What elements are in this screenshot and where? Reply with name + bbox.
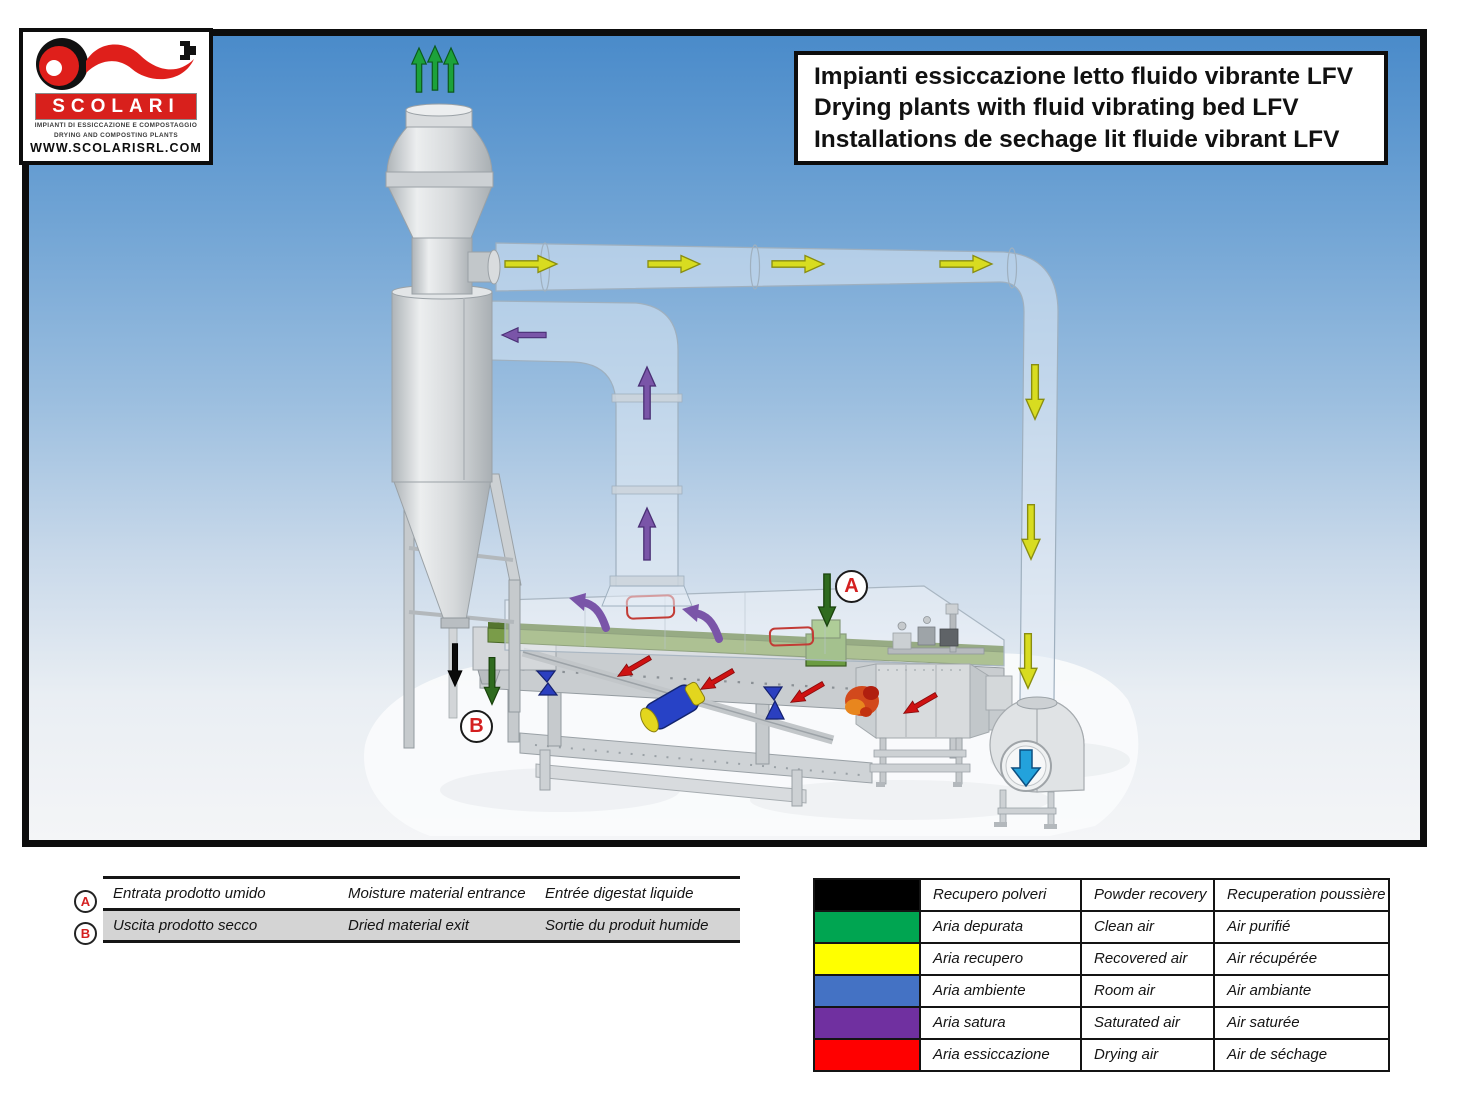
legend-fr: Air récupérée — [1213, 944, 1388, 974]
saturated-air-duct — [489, 300, 693, 607]
legend-row-powder: Recupero polveri Powder recovery Recuper… — [815, 880, 1388, 910]
legend-fr: Air saturée — [1213, 1008, 1388, 1038]
legend-swatch-red — [815, 1040, 919, 1070]
legend-row-room-air: Aria ambiente Room air Air ambiante — [815, 974, 1388, 1006]
cyclone-separator — [385, 103, 522, 749]
legend-swatch-green — [815, 912, 919, 942]
vibration-motor — [640, 681, 706, 733]
io-b-english: Dried material exit — [348, 917, 469, 934]
io-a-french: Entrée digestat liquide — [545, 885, 694, 902]
saturated-air-hood-arrows — [569, 593, 723, 643]
scolari-logo-icon — [36, 38, 196, 90]
legend-fr: Recuperation poussière — [1213, 880, 1388, 910]
io-badge-b: B — [74, 922, 97, 945]
title-box: Impianti essiccazione letto fluido vibra… — [794, 51, 1388, 165]
legend-en: Drying air — [1080, 1040, 1213, 1070]
title-italian: Impianti essiccazione letto fluido vibra… — [814, 62, 1354, 90]
io-table: A B Entrata prodotto umido Moisture mate… — [60, 876, 740, 945]
legend-row-drying-air: Aria essiccazione Drying air Air de séch… — [815, 1038, 1388, 1070]
legend-en: Room air — [1080, 976, 1213, 1006]
legend-row-recovered-air: Aria recupero Recovered air Air récupéré… — [815, 942, 1388, 974]
legend-it: Aria depurata — [919, 912, 1080, 942]
legend-it: Recupero polveri — [919, 880, 1080, 910]
io-b-french: Sortie du produit humide — [545, 917, 709, 934]
io-b-italian: Uscita prodotto secco — [113, 917, 258, 934]
logo-website: WWW.SCOLARISRL.COM — [30, 141, 202, 156]
legend-it: Aria essiccazione — [919, 1040, 1080, 1070]
legend-en: Recovered air — [1080, 944, 1213, 974]
legend-swatch-yellow — [815, 944, 919, 974]
hood-access-panel — [768, 626, 815, 647]
legend-it: Aria satura — [919, 1008, 1080, 1038]
legend-swatch-purple — [815, 1008, 919, 1038]
room-air-arrow — [1010, 749, 1042, 788]
io-badge-a: A — [74, 890, 97, 913]
burner-flame — [845, 686, 879, 717]
legend-swatch-blue — [815, 976, 919, 1006]
legend-en: Clean air — [1080, 912, 1213, 942]
brand-bar: SCOLARI — [35, 93, 197, 120]
io-row-b: Uscita prodotto secco Dried material exi… — [103, 908, 740, 940]
legend-row-saturated-air: Aria satura Saturated air Air saturée — [815, 1006, 1388, 1038]
legend-fr: Air de séchage — [1213, 1040, 1388, 1070]
io-row-a: Entrata prodotto umido Moisture material… — [103, 879, 740, 908]
io-a-english: Moisture material entrance — [348, 885, 526, 902]
clean-air-arrows — [411, 45, 459, 93]
title-french: Installations de sechage lit fluide vibr… — [814, 125, 1340, 153]
marker-b: B — [460, 710, 493, 743]
legend-en: Saturated air — [1080, 1008, 1213, 1038]
legend-it: Aria ambiente — [919, 976, 1080, 1006]
legend-fr: Air purifié — [1213, 912, 1388, 942]
spring-mount — [535, 670, 785, 720]
legend-table: Recupero polveri Powder recovery Recuper… — [813, 878, 1390, 1072]
logo-tagline-en: DRYING AND COMPOSTING PLANTS — [54, 131, 178, 139]
logo-box: SCOLARI IMPIANTI DI ESSICCAZIONE E COMPO… — [19, 28, 213, 165]
legend-fr: Air ambiante — [1213, 976, 1388, 1006]
legend-swatch-black — [815, 880, 919, 910]
io-a-italian: Entrata prodotto umido — [113, 885, 266, 902]
logo-tagline-it: IMPIANTI DI ESSICCAZIONE E COMPOSTAGGIO — [34, 122, 198, 129]
legend-row-clean-air: Aria depurata Clean air Air purifié — [815, 910, 1388, 942]
legend-it: Aria recupero — [919, 944, 1080, 974]
title-english: Drying plants with fluid vibrating bed L… — [814, 94, 1299, 121]
marker-a: A — [835, 570, 868, 603]
legend-en: Powder recovery — [1080, 880, 1213, 910]
gas-train — [887, 603, 985, 655]
